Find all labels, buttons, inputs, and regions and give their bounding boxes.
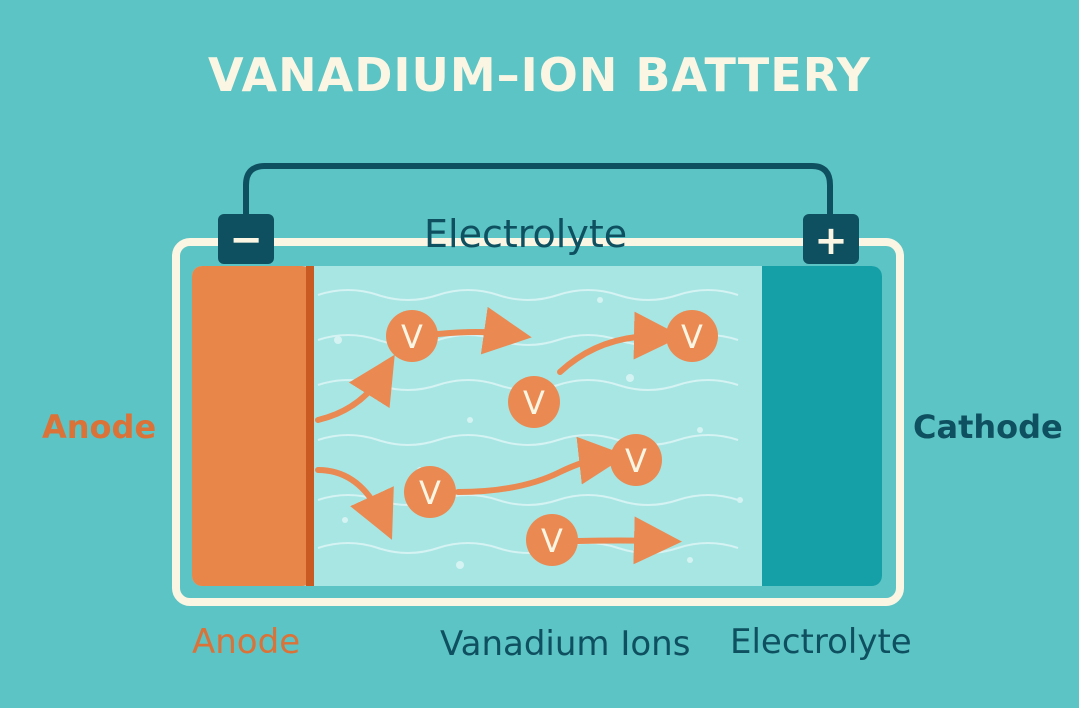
negative-terminal bbox=[218, 214, 274, 264]
anode-bottom-label: Anode bbox=[192, 622, 301, 662]
vanadium-ion: V bbox=[610, 434, 662, 486]
cathode-side-label: Cathode bbox=[913, 408, 1063, 446]
svg-text:V: V bbox=[681, 318, 703, 356]
anode-side-label: Anode bbox=[42, 408, 157, 446]
svg-text:V: V bbox=[523, 384, 545, 422]
svg-text:V: V bbox=[401, 318, 423, 356]
anode-edge bbox=[306, 266, 314, 586]
external-wire bbox=[243, 163, 833, 225]
arrow-ion3 bbox=[455, 436, 627, 495]
anode-plate bbox=[192, 266, 312, 586]
ion-flow-arrows bbox=[315, 306, 682, 565]
vanadium-ion: V bbox=[386, 310, 438, 362]
vanadium-ion: V bbox=[404, 466, 456, 518]
positive-terminal bbox=[803, 214, 859, 264]
arrow-ion2 bbox=[557, 311, 682, 375]
svg-text:V: V bbox=[419, 474, 441, 512]
electrolyte-label-bottom: Electrolyte bbox=[730, 622, 912, 662]
svg-text:V: V bbox=[541, 522, 563, 560]
battery-frame bbox=[172, 238, 904, 606]
cathode-plate bbox=[762, 266, 882, 586]
negative-terminal-symbol: − bbox=[229, 217, 263, 263]
diagram-title: VANADIUM–ION BATTERY bbox=[208, 48, 871, 102]
electrolyte-bubbles bbox=[334, 297, 743, 569]
svg-text:V: V bbox=[625, 442, 647, 480]
electrolyte-label-top: Electrolyte bbox=[424, 212, 628, 256]
arrow-ion4 bbox=[575, 516, 682, 565]
vanadium-ions: V V V V V V bbox=[386, 310, 718, 566]
vanadium-ion: V bbox=[526, 514, 578, 566]
positive-terminal-symbol: + bbox=[814, 218, 848, 264]
vanadium-ions-label: Vanadium Ions bbox=[440, 624, 691, 664]
vanadium-ion: V bbox=[666, 310, 718, 362]
arrow-ion1 bbox=[435, 306, 532, 355]
arrow-anode-down bbox=[315, 467, 394, 540]
vanadium-ion: V bbox=[508, 376, 560, 428]
arrow-anode-up bbox=[315, 354, 395, 423]
cathode-plate-inner bbox=[762, 266, 782, 586]
